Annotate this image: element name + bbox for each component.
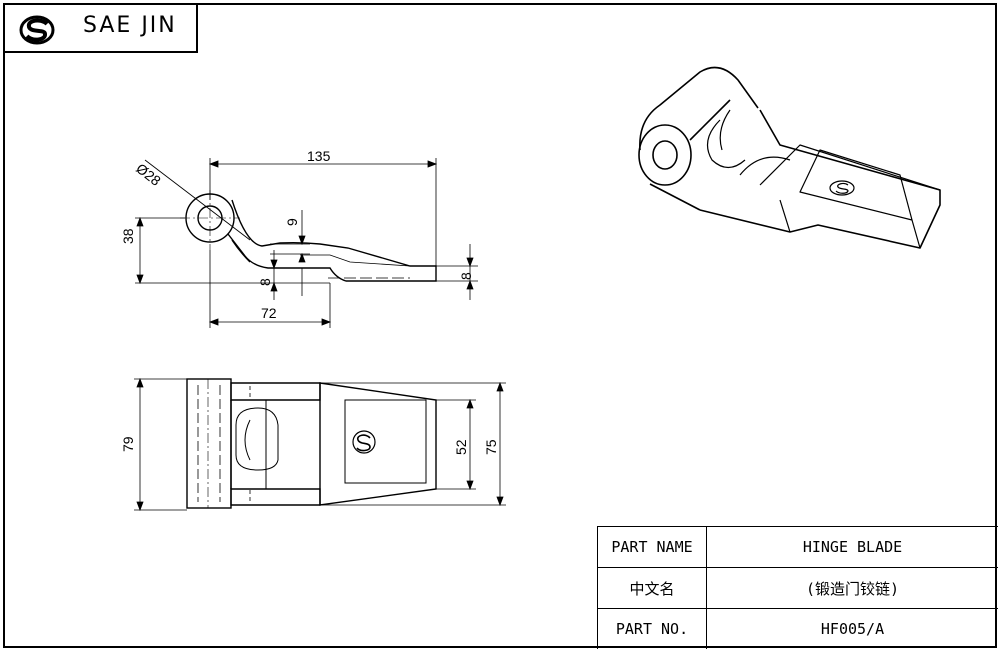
- title-label: 中文名: [598, 568, 707, 608]
- dim-thickness-left: 8: [257, 278, 273, 286]
- title-row-chinese-name: 中文名 (锻造门铰链): [598, 568, 998, 609]
- iso-barrel-bore: [652, 140, 678, 170]
- brand-name: SAE JIN: [83, 13, 177, 38]
- title-value: HINGE BLADE: [802, 538, 903, 556]
- iso-arm-outline: [699, 109, 941, 249]
- side-arm-detail: [300, 254, 411, 267]
- title-value: (锻造门铰链): [805, 579, 900, 598]
- dim-pocket-width: 52: [453, 439, 469, 455]
- sae-jin-logo-icon: [19, 15, 55, 45]
- title-value: HF005/A: [820, 620, 885, 638]
- dim-offset: 9: [284, 218, 300, 226]
- top-arm-upper: [230, 382, 321, 401]
- dim-blade-width: 75: [483, 439, 499, 455]
- title-row-part-no: PART NO. HF005/A: [598, 609, 998, 649]
- top-pocket: [344, 399, 427, 484]
- side-dimensions: [135, 158, 478, 328]
- iso-barrel-end: [638, 124, 692, 186]
- iso-blade-pocket: [799, 149, 913, 221]
- dim-overall-width: 79: [120, 436, 136, 452]
- dim-height: 38: [120, 228, 136, 244]
- top-blade: [319, 382, 437, 506]
- top-slot: [235, 407, 279, 471]
- logo-frame: [5, 4, 198, 53]
- sheet-border: [3, 3, 997, 648]
- top-view: [186, 378, 437, 509]
- side-view: [180, 190, 437, 282]
- title-label: PART NO.: [598, 609, 707, 649]
- top-barrel: [186, 378, 232, 509]
- iso-logo-emboss: [829, 180, 855, 196]
- top-logo-emboss: [352, 430, 376, 454]
- iso-barrel-top: [639, 66, 759, 151]
- side-arm-outline: [227, 199, 437, 282]
- top-arm-lower: [230, 488, 321, 506]
- dim-length: 135: [307, 148, 331, 164]
- dim-thickness-right: 8: [458, 272, 474, 280]
- side-arm-inner: [231, 239, 251, 263]
- title-row-part-name: PART NAME HINGE BLADE: [598, 527, 998, 568]
- title-label: PART NAME: [598, 527, 707, 567]
- dim-bend-length: 72: [261, 305, 277, 321]
- title-block: PART NAME HINGE BLADE 中文名 (锻造门铰链) PART N…: [597, 526, 998, 649]
- top-dimensions: [134, 377, 506, 512]
- isometric-view: [638, 66, 941, 249]
